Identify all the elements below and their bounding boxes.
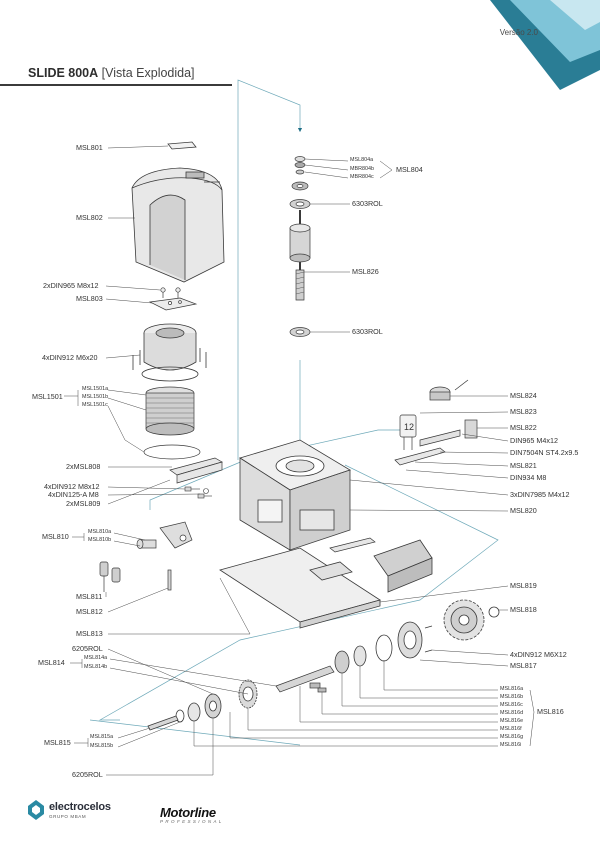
bolts-din912-m8x12 bbox=[184, 486, 212, 499]
label-msl823: MSL823 bbox=[510, 407, 537, 416]
shaft-stack-msl804 bbox=[291, 156, 309, 191]
title-view: [Vista Explodida] bbox=[98, 66, 195, 80]
label-msl810b: MSL810b bbox=[88, 537, 112, 543]
capacitor-mark: 12 bbox=[404, 422, 414, 432]
label-din965-m8x12: 2xDIN965 M8x12 bbox=[43, 281, 99, 290]
bearing-6303-bottom bbox=[289, 327, 311, 337]
label-msl816: MSL816 bbox=[537, 707, 564, 716]
label-msl820: MSL820 bbox=[510, 506, 537, 515]
lock-msl810 bbox=[136, 521, 193, 549]
label-msl817: MSL817 bbox=[510, 661, 537, 670]
label-msl815: MSL815 bbox=[44, 738, 71, 747]
label-din7985: 3xDIN7985 M4x12 bbox=[510, 490, 570, 499]
pin-msl812 bbox=[167, 569, 172, 591]
label-msl816e: MSL816e bbox=[500, 718, 524, 724]
label-din912-m6x20: 4xDIN912 M6x20 bbox=[42, 353, 98, 362]
label-msl804: MSL804 bbox=[396, 165, 423, 174]
side-plates-msl808 bbox=[169, 457, 376, 553]
label-6205rol-bottom: 6205ROL bbox=[72, 770, 103, 779]
corner-decoration bbox=[490, 0, 600, 90]
rotor-shaft-msl826 bbox=[289, 210, 311, 301]
motor-cover-msl802 bbox=[131, 167, 225, 283]
label-msl811: MSL811 bbox=[76, 592, 103, 601]
label-msl816f: MSL816f bbox=[500, 726, 522, 732]
label-msl804a: MSL804a bbox=[350, 157, 374, 163]
version-label: Versão 2.0 bbox=[499, 28, 538, 37]
cover-box bbox=[373, 539, 433, 593]
label-msl809: 2xMSL809 bbox=[66, 499, 101, 508]
label-msl816a: MSL816a bbox=[500, 686, 524, 692]
label-msl816c: MSL816c bbox=[500, 702, 523, 708]
electrocelos-icon bbox=[28, 800, 44, 820]
bearing-6303-top bbox=[289, 199, 311, 209]
label-din965-m4x12: DIN965 M4x12 bbox=[510, 436, 558, 445]
bearing-6205-set bbox=[147, 693, 222, 731]
motorline-name: Motorline bbox=[160, 805, 216, 820]
label-msl816d: MSL816d bbox=[500, 710, 524, 716]
label-msl802: MSL802 bbox=[76, 213, 103, 222]
page-title: SLIDE 800A [Vista Explodida] bbox=[28, 66, 195, 80]
label-msl1501a: MSL1501a bbox=[82, 386, 109, 392]
label-din7504n: DIN7504N ST4.2x9.5 bbox=[510, 448, 579, 457]
leader-lines bbox=[64, 145, 535, 776]
label-msl815a: MSL815a bbox=[90, 734, 114, 740]
electrocelos-logo: electrocelos GRUPO MBAM bbox=[28, 800, 111, 820]
electrocelos-name: electrocelos bbox=[49, 801, 111, 813]
flange-msl817 bbox=[334, 621, 433, 674]
drive-gear-msl818 bbox=[443, 599, 500, 641]
label-msl813: MSL813 bbox=[76, 629, 103, 638]
label-msl812: MSL812 bbox=[76, 607, 103, 616]
label-6205rol-top: 6205ROL bbox=[72, 644, 103, 653]
motorline-tag: PROFESSIONAL bbox=[160, 819, 224, 824]
label-msl814b: MSL814b bbox=[84, 664, 108, 670]
title-rule bbox=[0, 84, 232, 86]
label-din125-m8: 4xDIN125-A M8 bbox=[48, 490, 99, 499]
label-msl819: MSL819 bbox=[510, 581, 537, 590]
label-din934-m8: DIN934 M8 bbox=[510, 473, 547, 482]
label-msl808: 2xMSL808 bbox=[66, 462, 101, 471]
label-6303rol-bottom: 6303ROL bbox=[352, 327, 383, 336]
label-msl1501: MSL1501 bbox=[32, 392, 63, 401]
cover-plate-msl801 bbox=[167, 141, 197, 150]
switch-msl824 bbox=[429, 379, 469, 401]
stator-msl1501 bbox=[143, 386, 201, 460]
label-msl826: MSL826 bbox=[352, 267, 379, 276]
label-msl801: MSL801 bbox=[76, 143, 103, 152]
plate-msl803 bbox=[148, 287, 198, 311]
label-msl816g: MSL816g bbox=[500, 734, 524, 740]
label-msl815b: MSL815b bbox=[90, 743, 114, 749]
label-6303rol-top: 6303ROL bbox=[352, 199, 383, 208]
output-shaft-msl816 bbox=[275, 665, 335, 693]
gearbox-housing-msl820 bbox=[239, 439, 351, 551]
key-msl811 bbox=[99, 561, 121, 592]
label-msl810a: MSL810a bbox=[88, 529, 112, 535]
label-msl814a: MSL814a bbox=[84, 655, 108, 661]
label-din912-m6x12: 4xDIN912 M6X12 bbox=[510, 650, 567, 659]
label-msl804c: MBR804c bbox=[350, 174, 374, 180]
label-din912-m8x12: 4xDIN912 M8x12 bbox=[44, 482, 100, 491]
label-msl814: MSL814 bbox=[38, 658, 65, 667]
label-msl810: MSL810 bbox=[42, 532, 69, 541]
label-msl804b: MBR804b bbox=[350, 166, 374, 172]
motor-housing bbox=[132, 323, 207, 382]
title-model: SLIDE 800A bbox=[28, 66, 99, 80]
label-msl818: MSL818 bbox=[510, 605, 537, 614]
label-msl816b: MSL816b bbox=[500, 694, 524, 700]
label-msl1501b: MSL1501b bbox=[82, 394, 109, 400]
electrocelos-tag: GRUPO MBAM bbox=[49, 814, 87, 819]
label-msl1501c: MSL1501c bbox=[82, 402, 108, 408]
label-msl816i: MSL816i bbox=[500, 742, 522, 748]
label-msl822: MSL822 bbox=[510, 423, 537, 432]
motorline-logo: Motorline PROFESSIONAL bbox=[160, 805, 224, 824]
base-plate-msl819 bbox=[219, 547, 381, 629]
label-msl824: MSL824 bbox=[510, 391, 537, 400]
label-msl803: MSL803 bbox=[76, 294, 103, 303]
label-msl821: MSL821 bbox=[510, 461, 537, 470]
